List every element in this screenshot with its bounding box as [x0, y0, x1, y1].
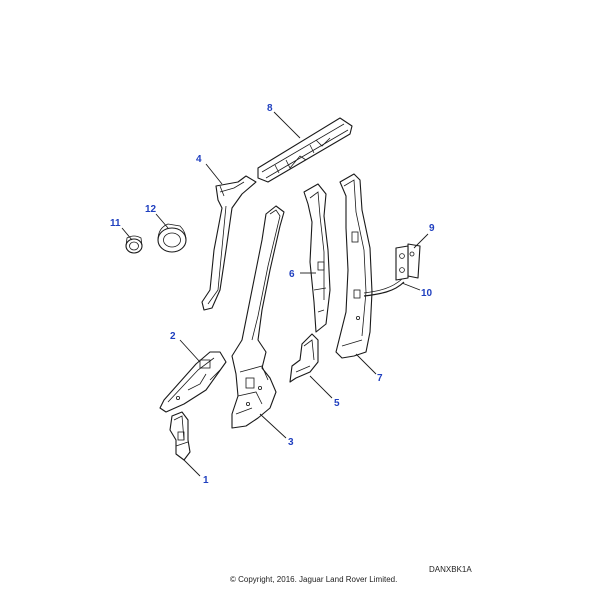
leader-line-12: [155, 213, 169, 229]
callout-6: 6: [289, 269, 295, 280]
callout-10: 10: [421, 288, 433, 299]
drawing-code-label: DANXBK1A: [429, 565, 472, 574]
leader-line-11: [121, 227, 133, 241]
callout-9: 9: [429, 223, 435, 234]
part-2-lower-panel[interactable]: [159, 351, 227, 413]
part-6-pillar-reinforcement[interactable]: [303, 183, 331, 333]
part-8-header-panel[interactable]: [257, 117, 353, 183]
part-10-cable[interactable]: [363, 278, 405, 297]
part-3-b-pillar-inner[interactable]: [231, 205, 285, 429]
callout-2: 2: [170, 331, 176, 342]
leader-line-9: [413, 233, 429, 249]
part-4-a-pillar[interactable]: [201, 175, 257, 311]
part-5-lower-bracket[interactable]: [289, 333, 319, 383]
leader-line-10: [401, 282, 421, 291]
leader-line-8: [273, 111, 301, 139]
callout-11: 11: [110, 218, 121, 229]
callout-1: 1: [203, 475, 209, 486]
callout-5: 5: [334, 398, 340, 409]
part-9-clip-plate[interactable]: [395, 243, 421, 281]
callout-7: 7: [377, 373, 383, 384]
part-12-bushing[interactable]: [157, 223, 187, 253]
leader-line-7: [355, 353, 377, 375]
callout-4: 4: [196, 154, 202, 165]
leader-line-2: [179, 339, 201, 363]
callout-8: 8: [267, 103, 273, 114]
part-7-b-pillar-outer[interactable]: [335, 173, 373, 359]
leader-line-5: [309, 375, 333, 399]
part-1-bracket[interactable]: [169, 411, 191, 461]
leader-line-4: [205, 163, 223, 185]
copyright-notice: © Copyright, 2016. Jaguar Land Rover Lim…: [230, 575, 398, 584]
part-11-grommet[interactable]: [125, 235, 143, 254]
callout-3: 3: [288, 437, 294, 448]
leader-line-3: [259, 413, 287, 439]
callout-12: 12: [145, 204, 157, 215]
leader-line-1: [183, 459, 201, 477]
